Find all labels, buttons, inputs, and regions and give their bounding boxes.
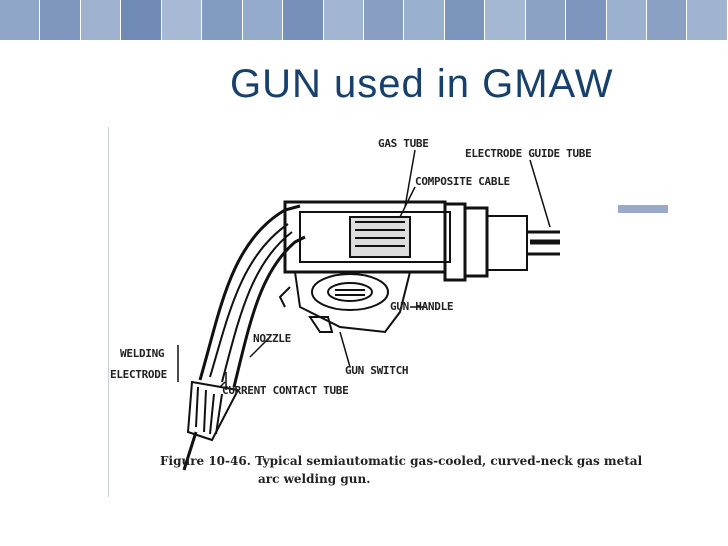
slide-title: GUN used in GMAW (230, 62, 614, 106)
band-square (444, 0, 486, 40)
accent-line (108, 127, 109, 497)
figure-caption-line-1: Figure 10-46. Typical semiautomatic gas-… (160, 454, 643, 468)
band-square (242, 0, 284, 40)
label-gun-switch: GUN SWITCH (345, 364, 409, 377)
label-welding: WELDING (120, 347, 165, 360)
band-square (40, 0, 81, 40)
label-current-contact-tube: CURRENT CONTACT TUBE (222, 384, 349, 397)
band-square (687, 0, 728, 40)
band-square (323, 0, 364, 40)
band-square (485, 0, 526, 40)
band-square (121, 0, 162, 40)
welding-gun-figure: GAS TUBE ELECTRODE GUIDE TUBE COMPOSITE … (110, 132, 642, 497)
label-electrode: ELECTRODE (110, 368, 167, 381)
band-square (363, 0, 405, 40)
decorative-top-band (0, 0, 728, 40)
figure-caption-line-2: arc welding gun. (258, 472, 371, 486)
label-gun-handle: GUN HANDLE (390, 300, 454, 313)
band-square (202, 0, 243, 40)
band-square (647, 0, 688, 40)
band-square (0, 0, 41, 40)
band-square (80, 0, 122, 40)
band-square (161, 0, 203, 40)
accent-bar (618, 205, 668, 213)
welding-gun-drawing (177, 149, 560, 471)
label-nozzle: NOZZLE (253, 332, 291, 345)
label-electrode-guide-tube: ELECTRODE GUIDE TUBE (465, 147, 592, 160)
band-square (606, 0, 647, 40)
band-square (283, 0, 324, 40)
band-square (566, 0, 607, 40)
band-square (525, 0, 567, 40)
label-composite-cable: COMPOSITE CABLE (415, 175, 510, 188)
band-square (404, 0, 445, 40)
label-gas-tube: GAS TUBE (378, 137, 429, 150)
